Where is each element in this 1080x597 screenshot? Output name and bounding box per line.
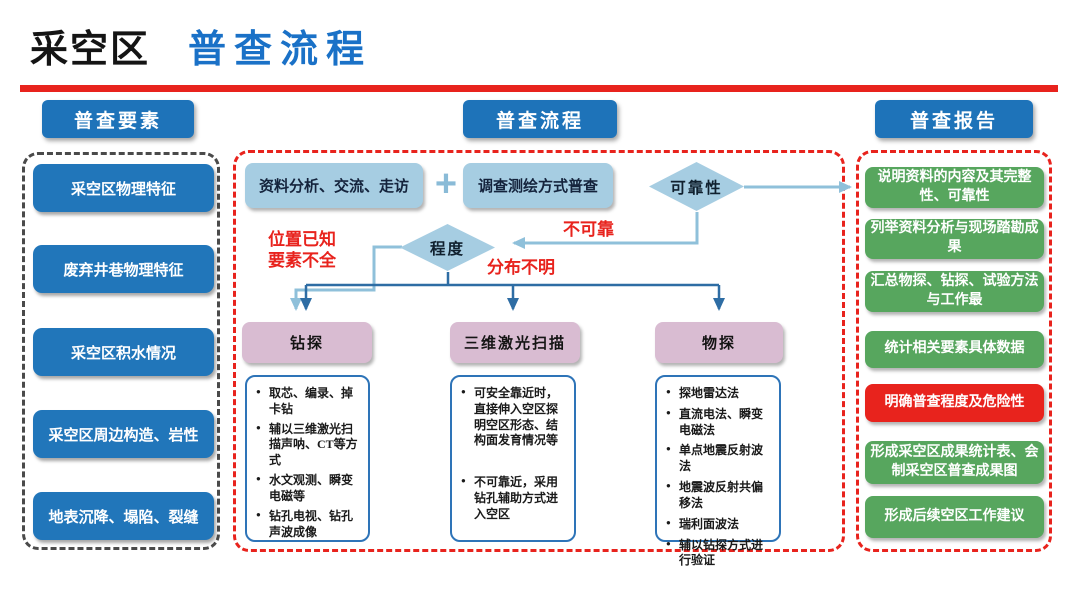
method-geophysical: 物探 xyxy=(655,322,783,363)
report-panel-border xyxy=(856,150,1052,552)
list-item: 单点地震反射波法 xyxy=(666,443,774,475)
report-box-work-suggestions: 形成后续空区工作建议 xyxy=(865,496,1044,538)
report-box-data-completeness: 说明资料的内容及其完整性、可靠性 xyxy=(865,167,1044,208)
step-survey-mapping: 调查测绘方式普查 xyxy=(463,163,613,208)
list-item: 探地雷达法 xyxy=(666,386,774,402)
label-unreliable: 不可靠 xyxy=(563,220,614,239)
label-position-known-line2: 要素不全 xyxy=(268,251,336,271)
process-panel-border xyxy=(233,150,845,552)
elements-panel-border xyxy=(22,152,220,550)
list-item: 直流电法、瞬变电磁法 xyxy=(666,407,774,439)
bullet-list: 可安全靠近时，直接伸入空区探明空区形态、结构面发育情况等 不可靠近，采用钻孔辅助… xyxy=(461,386,569,523)
list-item: 取芯、编录、掉卡钻 xyxy=(256,386,363,418)
list-item: 辅以钻探方式进行验证 xyxy=(666,538,774,570)
element-box-physical: 采空区物理特征 xyxy=(33,164,214,212)
bullet-list: 取芯、编录、掉卡钻 辅以三维激光扫描声呐、CT等方式 水文观测、瞬变电磁等 钻孔… xyxy=(256,386,363,540)
page-title-prefix: 采空区 xyxy=(30,29,151,71)
label-distribution-unknown: 分布不明 xyxy=(487,258,555,277)
plus-icon: + xyxy=(434,163,458,205)
list-item: 可安全靠近时，直接伸入空区探明空区形态、结构面发育情况等 xyxy=(461,386,569,449)
element-box-abandoned-shafts: 废弃井巷物理特征 xyxy=(33,245,214,293)
header-survey-process: 普查流程 xyxy=(463,100,617,138)
report-box-result-tables: 形成采空区成果统计表、会制采空区普查成果图 xyxy=(865,441,1044,484)
report-box-analysis-results: 列举资料分析与现场踏勘成果 xyxy=(865,219,1044,259)
element-box-subsidence: 地表沉降、塌陷、裂缝 xyxy=(33,492,214,540)
label-position-known: 位置已知 要素不全 xyxy=(268,229,336,272)
step-data-analysis: 资料分析、交流、走访 xyxy=(245,163,423,208)
header-survey-report: 普查报告 xyxy=(875,100,1033,138)
label-position-known-line1: 位置已知 xyxy=(268,230,336,249)
list-item: 地震波反射共偏移法 xyxy=(666,480,774,512)
list-item: 辅以三维激光扫描声呐、CT等方式 xyxy=(256,422,363,469)
list-item: 不可靠近，采用钻孔辅助方式进入空区 xyxy=(461,475,569,522)
list-item: 水文观测、瞬变电磁等 xyxy=(256,473,363,505)
method-drilling: 钻探 xyxy=(242,322,372,363)
element-box-water: 采空区积水情况 xyxy=(33,328,214,376)
method-laser-scan-details: 可安全靠近时，直接伸入空区探明空区形态、结构面发育情况等 不可靠近，采用钻孔辅助… xyxy=(450,375,576,542)
report-box-risk-level: 明确普查程度及危险性 xyxy=(865,384,1044,422)
method-drilling-details: 取芯、编录、掉卡钻 辅以三维激光扫描声呐、CT等方式 水文观测、瞬变电磁等 钻孔… xyxy=(245,375,370,542)
element-box-structure: 采空区周边构造、岩性 xyxy=(33,410,214,458)
report-box-methods-summary: 汇总物探、钻探、试验方法与工作最 xyxy=(865,271,1044,312)
report-box-statistics: 统计相关要素具体数据 xyxy=(865,331,1044,368)
bullet-list: 探地雷达法 直流电法、瞬变电磁法 单点地震反射波法 地震波反射共偏移法 瑞利面波… xyxy=(666,386,774,569)
header-survey-elements: 普查要素 xyxy=(42,100,194,138)
list-item: 瑞利面波法 xyxy=(666,517,774,533)
page-title: 普查流程 xyxy=(188,29,373,71)
method-laser-scan: 三维激光扫描 xyxy=(450,322,580,363)
method-geophysical-details: 探地雷达法 直流电法、瞬变电磁法 单点地震反射波法 地震波反射共偏移法 瑞利面波… xyxy=(655,375,781,567)
title-underline xyxy=(20,85,1058,92)
list-item: 钻孔电视、钻孔声波成像 xyxy=(256,509,363,541)
